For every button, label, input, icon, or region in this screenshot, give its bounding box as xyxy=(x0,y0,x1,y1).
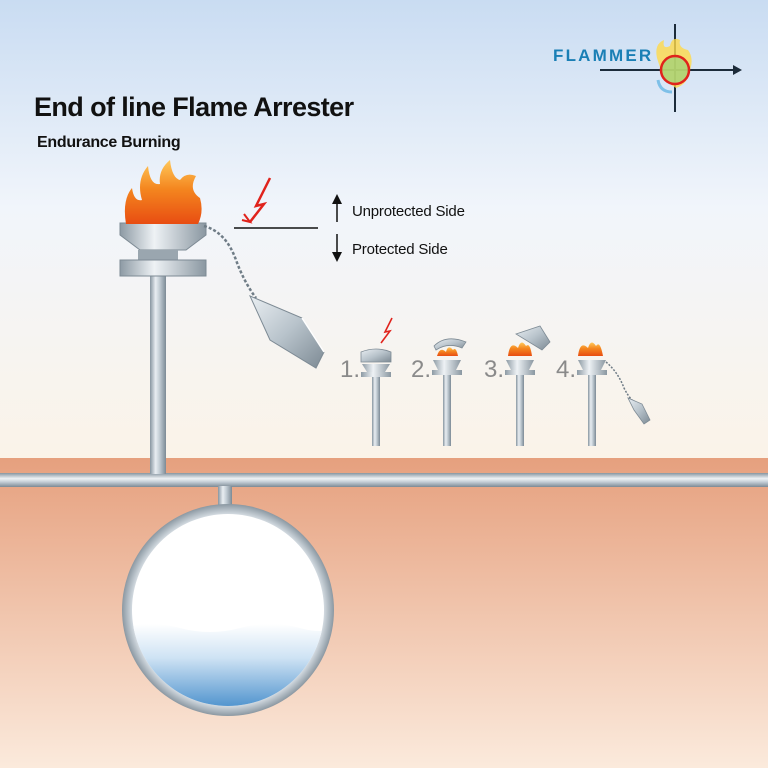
brand-logo-text: FLAMMER xyxy=(553,46,654,65)
ground-background xyxy=(0,458,768,768)
storage-tank xyxy=(122,504,334,716)
step-3-arrester xyxy=(505,325,551,446)
logo-crosshair-icon xyxy=(600,24,742,112)
down-arrow-icon xyxy=(332,234,342,262)
step-2-arrester xyxy=(432,338,467,446)
flame-arrester-main xyxy=(119,222,207,277)
protected-side-label: Protected Side xyxy=(352,241,448,258)
step-4-label: 4. xyxy=(556,356,577,383)
step-3-label: 3. xyxy=(484,356,505,383)
flame-icon xyxy=(124,160,202,224)
up-arrow-icon xyxy=(332,194,342,222)
step-2-label: 2. xyxy=(411,356,432,383)
main-pipe xyxy=(0,473,768,487)
weather-hood-open xyxy=(249,295,325,369)
step-1-label: 1. xyxy=(340,356,361,383)
arrester-stem xyxy=(150,276,166,474)
step-4-arrester xyxy=(577,342,651,446)
page-title: End of line Flame Arrester xyxy=(34,92,354,122)
step-1-arrester xyxy=(360,317,393,446)
lightning-icon xyxy=(241,177,272,224)
tank-connector xyxy=(218,486,232,506)
unprotected-side-label: Unprotected Side xyxy=(352,203,465,220)
page-subtitle: Endurance Burning xyxy=(37,134,181,151)
